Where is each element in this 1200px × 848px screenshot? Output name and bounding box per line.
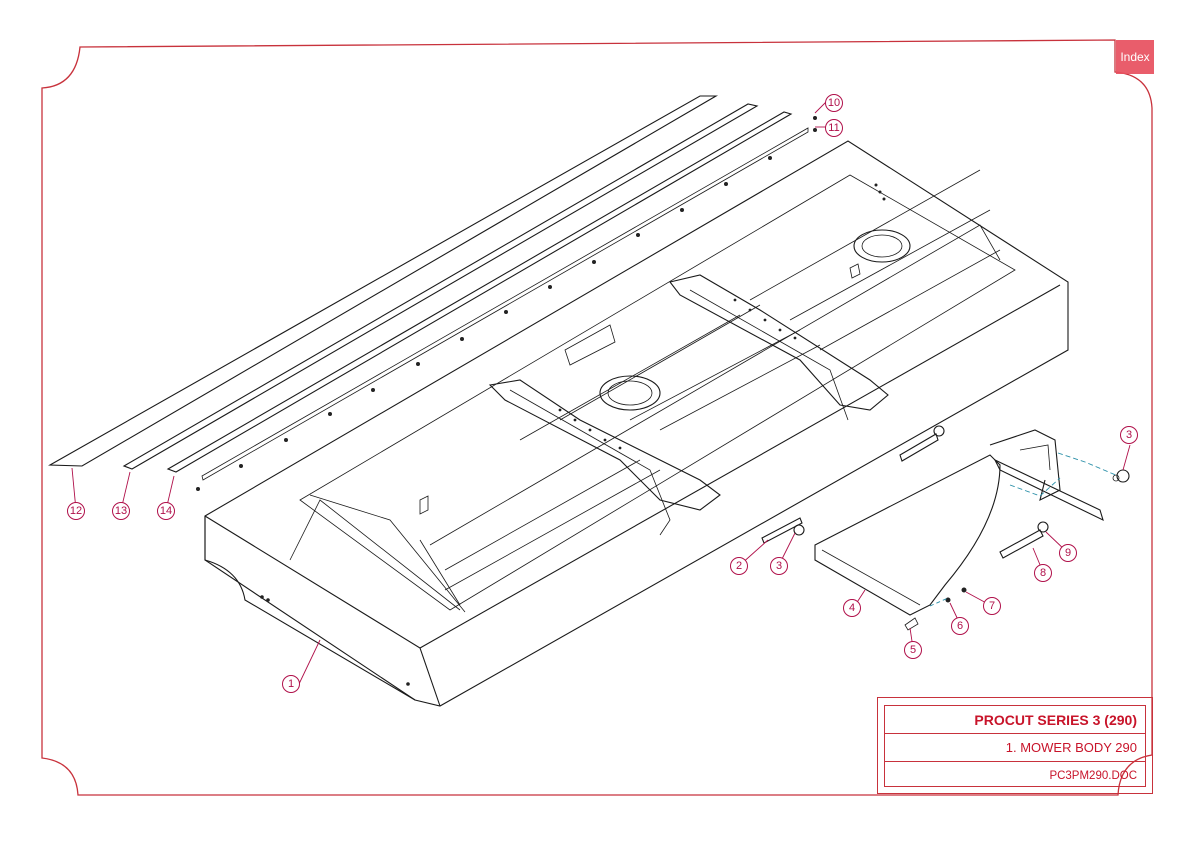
callout-6: 6 — [951, 617, 969, 635]
svg-text:11: 11 — [828, 122, 839, 134]
svg-text:6: 6 — [957, 620, 963, 632]
svg-text:7: 7 — [989, 600, 995, 612]
mower-body — [204, 140, 1069, 707]
callout-3a: 3 — [770, 557, 788, 575]
callout-3b: 3 — [1120, 426, 1138, 444]
callout-7: 7 — [983, 597, 1001, 615]
svg-text:4: 4 — [849, 602, 855, 614]
svg-text:8: 8 — [1040, 567, 1046, 579]
callout-13: 13 — [112, 502, 130, 520]
sheet-border — [41, 39, 1153, 796]
svg-text:14: 14 — [160, 505, 172, 517]
svg-text:2: 2 — [736, 560, 742, 572]
svg-text:3: 3 — [1126, 429, 1132, 441]
callout-14: 14 — [157, 502, 175, 520]
title-block-inner: PROCUT SERIES 3 (290) 1. MOWER BODY 290 … — [884, 705, 1146, 787]
index-button[interactable]: Index — [1116, 40, 1154, 74]
callout-5: 5 — [904, 641, 922, 659]
callout-9: 9 — [1059, 544, 1077, 562]
svg-text:13: 13 — [115, 505, 127, 517]
part-title: 1. MOWER BODY 290 — [885, 734, 1145, 762]
svg-text:5: 5 — [910, 644, 916, 656]
callout-4: 4 — [843, 599, 861, 617]
svg-text:1: 1 — [288, 678, 294, 690]
callout-1: 1 — [282, 675, 300, 693]
callout-11: 11 — [825, 119, 843, 137]
callout-2: 2 — [730, 557, 748, 575]
callout-12: 12 — [67, 502, 85, 520]
title-block: PROCUT SERIES 3 (290) 1. MOWER BODY 290 … — [877, 697, 1153, 794]
svg-text:3: 3 — [776, 560, 782, 572]
svg-text:12: 12 — [70, 505, 82, 517]
callout-10: 10 — [825, 94, 843, 112]
document-name: PC3PM290.DOC — [1049, 769, 1137, 782]
blade-strips — [48, 95, 817, 491]
svg-text:9: 9 — [1065, 547, 1071, 559]
series-title: PROCUT SERIES 3 (290) — [885, 706, 1145, 734]
svg-text:10: 10 — [828, 97, 840, 109]
callout-8: 8 — [1034, 564, 1052, 582]
bracket-assembly — [761, 425, 1130, 631]
